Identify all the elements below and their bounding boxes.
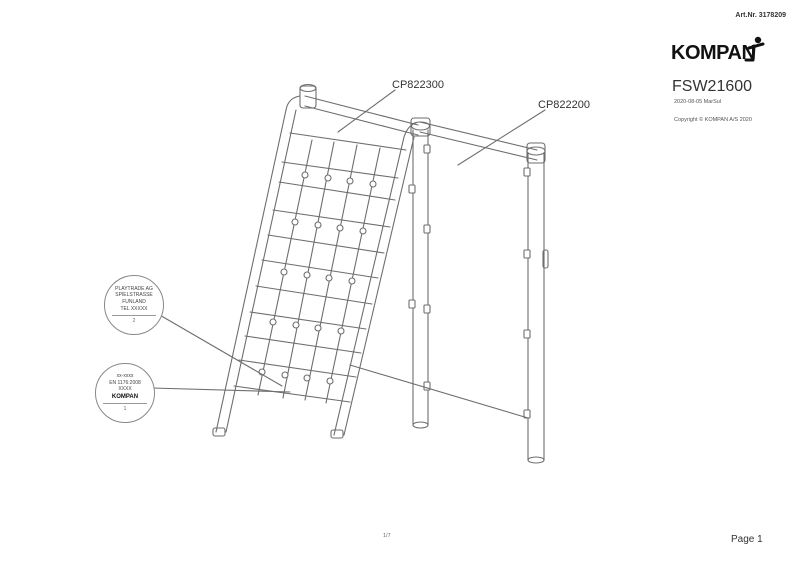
ladder-right-rail <box>330 122 417 439</box>
badge-number: 1 <box>123 406 127 413</box>
part-label-cp822300: CP822300 <box>392 79 444 91</box>
net-knots <box>258 171 377 385</box>
leader-line-badge-1 <box>151 387 291 393</box>
product-code: FSW21600 <box>672 78 753 95</box>
post-bolts <box>408 144 531 419</box>
badge-logo: KOMPAN <box>111 394 139 401</box>
left-top-connector <box>285 83 317 111</box>
logo-figure-icon <box>744 36 765 62</box>
date-author: 2020-08-05 MarSul <box>674 99 722 105</box>
article-number: Art.Nr. 3178209 <box>735 12 786 19</box>
badge-divider <box>112 314 156 316</box>
badge-line: TEL XXXXX <box>120 305 148 312</box>
badge-line: SPIELSTRASSE <box>115 292 153 299</box>
leader-line-b <box>457 109 546 166</box>
net-ropes-vertical <box>257 139 381 404</box>
page-label: Page 1 <box>731 534 763 545</box>
page-fraction: 1/7 <box>383 533 391 539</box>
leader-line-badge-2 <box>157 313 283 387</box>
badge-line: xx-xxxx <box>116 372 134 379</box>
ladder-left-rail <box>212 109 297 437</box>
right-post <box>526 142 549 464</box>
tension-rope <box>349 364 529 419</box>
badge-line: XXXX <box>118 386 132 393</box>
part-label-cp822200: CP822200 <box>538 99 590 111</box>
top-bar-right <box>419 121 538 161</box>
ladder-rungs <box>233 132 407 403</box>
badge-line: EN 1176:2008 <box>109 379 141 386</box>
badge-line: PLAYTRADE AG <box>115 285 153 292</box>
standard-plate-badge: xx-xxxx EN 1176:2008 XXXX KOMPAN 1 <box>95 363 155 423</box>
leader-line-a <box>337 89 396 133</box>
kompan-logo: KOMPAN <box>671 36 767 68</box>
logo-wordmark: KOMPAN <box>671 42 756 64</box>
middle-post <box>410 117 431 429</box>
badge-number: 2 <box>132 317 136 324</box>
net-ropes-horizontal <box>238 161 399 378</box>
manufacturer-plate-badge: PLAYTRADE AG SPIELSTRASSE FUNLAND TEL XX… <box>104 275 164 335</box>
badge-divider <box>103 403 147 405</box>
badge-line: FUNLAND <box>122 299 146 306</box>
top-bar-left <box>304 95 419 136</box>
copyright-notice: Copyright © KOMPAN A/S 2020 <box>674 117 752 123</box>
